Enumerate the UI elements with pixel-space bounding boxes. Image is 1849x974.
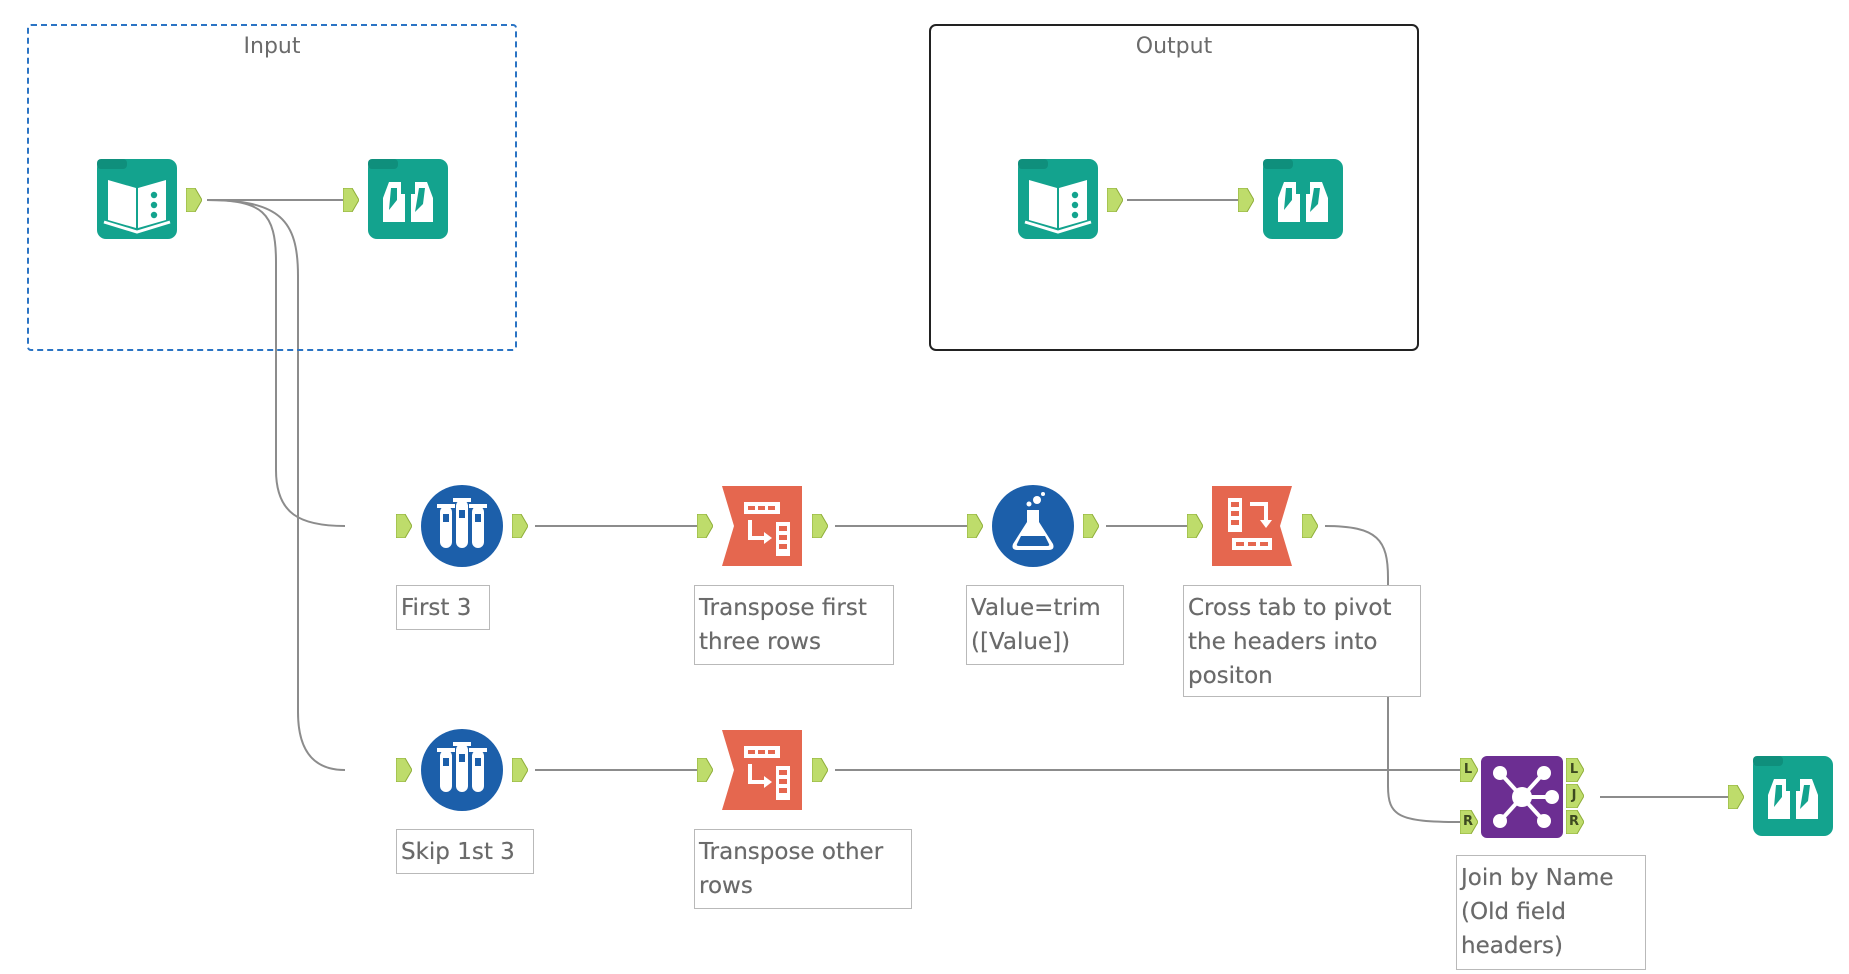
- sample-tool-skip[interactable]: [420, 728, 504, 812]
- book-icon: [97, 159, 177, 239]
- binoculars-icon: [1263, 159, 1343, 239]
- binoculars-icon: [1753, 756, 1833, 836]
- transpose-tool-first[interactable]: [720, 484, 804, 568]
- flask-icon: [992, 485, 1074, 567]
- crosstab-input-anchor[interactable]: [1187, 514, 1203, 538]
- browse-tool-input[interactable]: [367, 158, 449, 240]
- annotation-join: Join by Name (Old field headers): [1456, 855, 1646, 970]
- transpose2-input-anchor[interactable]: [697, 758, 713, 782]
- input2-output-anchor[interactable]: [1107, 188, 1123, 212]
- transpose1-input-anchor[interactable]: [697, 514, 713, 538]
- book-icon: [1018, 159, 1098, 239]
- input-data-tool-2[interactable]: [1017, 158, 1099, 240]
- formula-output-anchor[interactable]: [1083, 514, 1099, 538]
- skip-output-anchor[interactable]: [512, 758, 528, 782]
- annotation-formula: Value=trim ([Value]): [966, 585, 1124, 665]
- annotation-skip1st3: Skip 1st 3: [396, 829, 534, 874]
- annotation-transpose-other: Transpose other rows: [694, 829, 912, 909]
- wire-input-skip: [206, 199, 346, 771]
- join-output-join-anchor[interactable]: [1566, 784, 1584, 808]
- transpose-icon: [722, 730, 802, 810]
- sample-tool-first3[interactable]: [420, 484, 504, 568]
- join-input-left-anchor[interactable]: [1460, 758, 1478, 782]
- input-container[interactable]: Input: [27, 24, 517, 351]
- join-input-right-label: R: [1462, 814, 1473, 829]
- join-network-icon: [1481, 756, 1563, 838]
- join-output-left-anchor[interactable]: [1566, 758, 1584, 782]
- wire-input-first3: [206, 199, 346, 527]
- test-tubes-icon: [421, 485, 503, 567]
- transpose-icon: [722, 486, 802, 566]
- first3-output-anchor[interactable]: [512, 514, 528, 538]
- input-data-tool[interactable]: [96, 158, 178, 240]
- browse-input-anchor[interactable]: [343, 188, 359, 212]
- binoculars-icon: [368, 159, 448, 239]
- formula-input-anchor[interactable]: [967, 514, 983, 538]
- annotation-first3: First 3: [396, 585, 490, 630]
- annotation-transpose-first: Transpose first three rows: [694, 585, 894, 665]
- join-output-join-label: J: [1571, 788, 1577, 803]
- crosstab-output-anchor[interactable]: [1302, 514, 1318, 538]
- join-input-right-anchor[interactable]: [1460, 810, 1478, 834]
- browse2-input-anchor[interactable]: [1238, 188, 1254, 212]
- join-output-right-anchor[interactable]: [1566, 810, 1584, 834]
- join-input-left-label: L: [1463, 762, 1473, 777]
- output-container[interactable]: Output: [929, 24, 1419, 351]
- join-output-right-label: R: [1568, 814, 1579, 829]
- crosstab-icon: [1212, 486, 1292, 566]
- transpose1-output-anchor[interactable]: [812, 514, 828, 538]
- browse3-input-anchor[interactable]: [1728, 785, 1744, 809]
- skip-input-anchor[interactable]: [396, 758, 412, 782]
- input-container-title: Input: [243, 34, 301, 59]
- crosstab-tool[interactable]: [1210, 484, 1294, 568]
- input-output-anchor[interactable]: [186, 188, 202, 212]
- first3-input-anchor[interactable]: [396, 514, 412, 538]
- browse-tool-output[interactable]: [1262, 158, 1344, 240]
- browse-tool-final[interactable]: [1752, 755, 1834, 837]
- test-tubes-icon: [421, 729, 503, 811]
- output-container-title: Output: [1135, 34, 1213, 59]
- transpose-tool-other[interactable]: [720, 728, 804, 812]
- transpose2-output-anchor[interactable]: [812, 758, 828, 782]
- formula-tool[interactable]: [991, 484, 1075, 568]
- join-tool[interactable]: [1480, 755, 1564, 839]
- join-output-left-label: L: [1569, 762, 1579, 777]
- annotation-crosstab: Cross tab to pivot the headers into posi…: [1183, 585, 1421, 697]
